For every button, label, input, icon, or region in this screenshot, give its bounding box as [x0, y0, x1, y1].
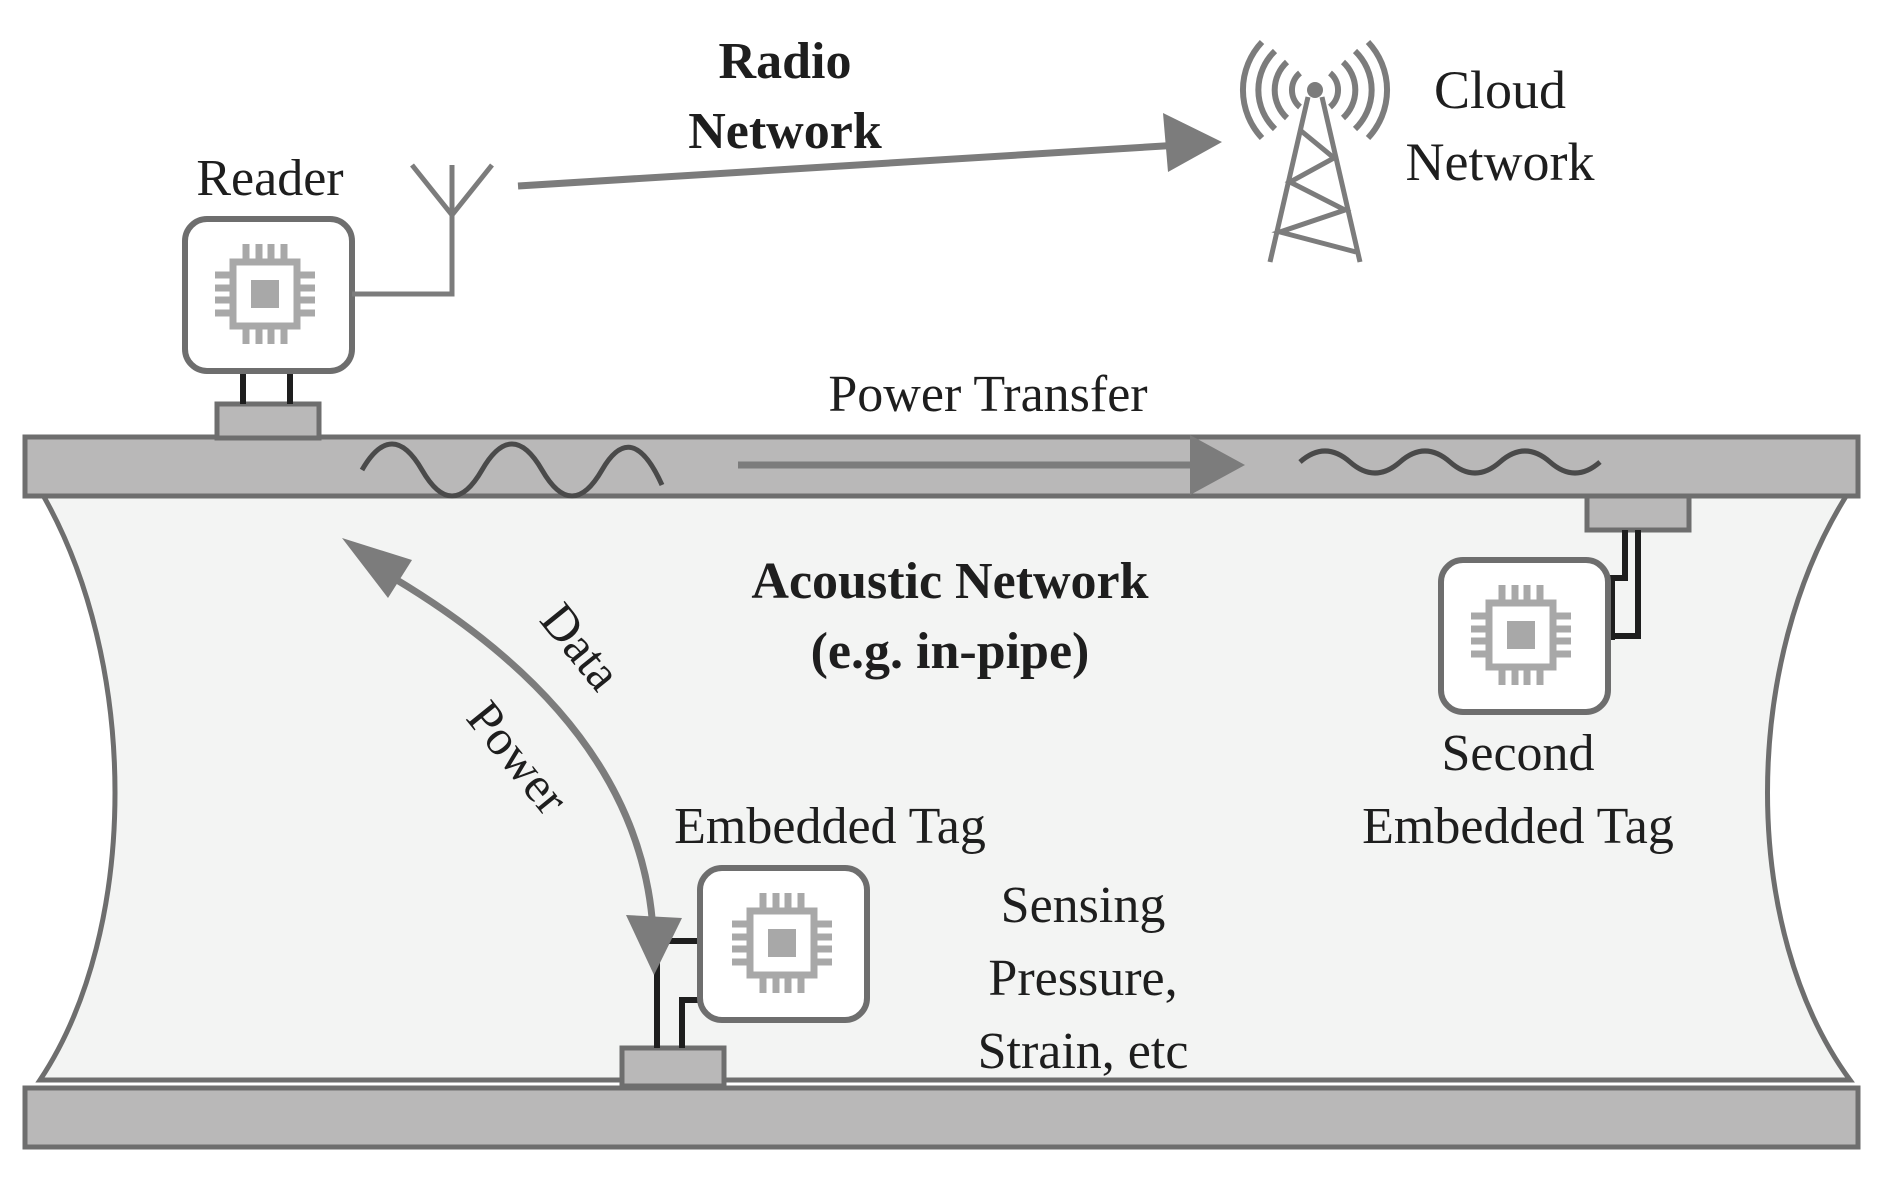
antenna-icon	[352, 215, 455, 297]
power-transfer-label: Power Transfer	[828, 366, 1147, 423]
second-tag-transducer	[1584, 493, 1692, 533]
radio-tower-icon	[1239, 39, 1391, 263]
pipe-bottom-wall	[22, 1085, 1861, 1150]
pipe-interior	[35, 487, 1855, 1083]
second-embedded-tag	[1438, 493, 1692, 715]
sensing-label-line3: Strain, etc	[978, 1023, 1189, 1080]
radio-network-label-line2: Network	[688, 103, 882, 160]
microchip-icon	[1471, 585, 1571, 685]
reader-transducer	[214, 401, 322, 441]
microchip-icon	[732, 893, 832, 993]
microchip-icon	[215, 244, 315, 344]
power-transfer-arrow	[738, 435, 1245, 495]
data-power-arrow	[342, 538, 682, 975]
embedded-tag	[619, 865, 870, 1089]
radio-network-label-line1: Radio	[719, 33, 852, 90]
reader-device	[182, 163, 494, 441]
second-embedded-tag-label-line1: Second	[1441, 725, 1594, 782]
reader-label: Reader	[196, 150, 343, 207]
sensing-label-line1: Sensing	[1001, 877, 1166, 934]
embedded-tag-transducer	[619, 1045, 727, 1089]
cloud-network-label-line1: Cloud	[1434, 60, 1566, 120]
cloud-network-label-line2: Network	[1406, 132, 1595, 192]
acoustic-wave-right	[1298, 448, 1602, 476]
embedded-tag-label: Embedded Tag	[674, 798, 986, 855]
radio-network-arrow	[517, 113, 1222, 190]
acoustic-network-label-line1: Acoustic Network	[751, 553, 1148, 610]
sensing-label-line2: Pressure,	[988, 950, 1177, 1007]
acoustic-network-label-line2: (e.g. in-pipe)	[811, 623, 1090, 680]
acoustic-wave-left	[359, 441, 665, 499]
second-embedded-tag-label-line2: Embedded Tag	[1362, 798, 1674, 855]
